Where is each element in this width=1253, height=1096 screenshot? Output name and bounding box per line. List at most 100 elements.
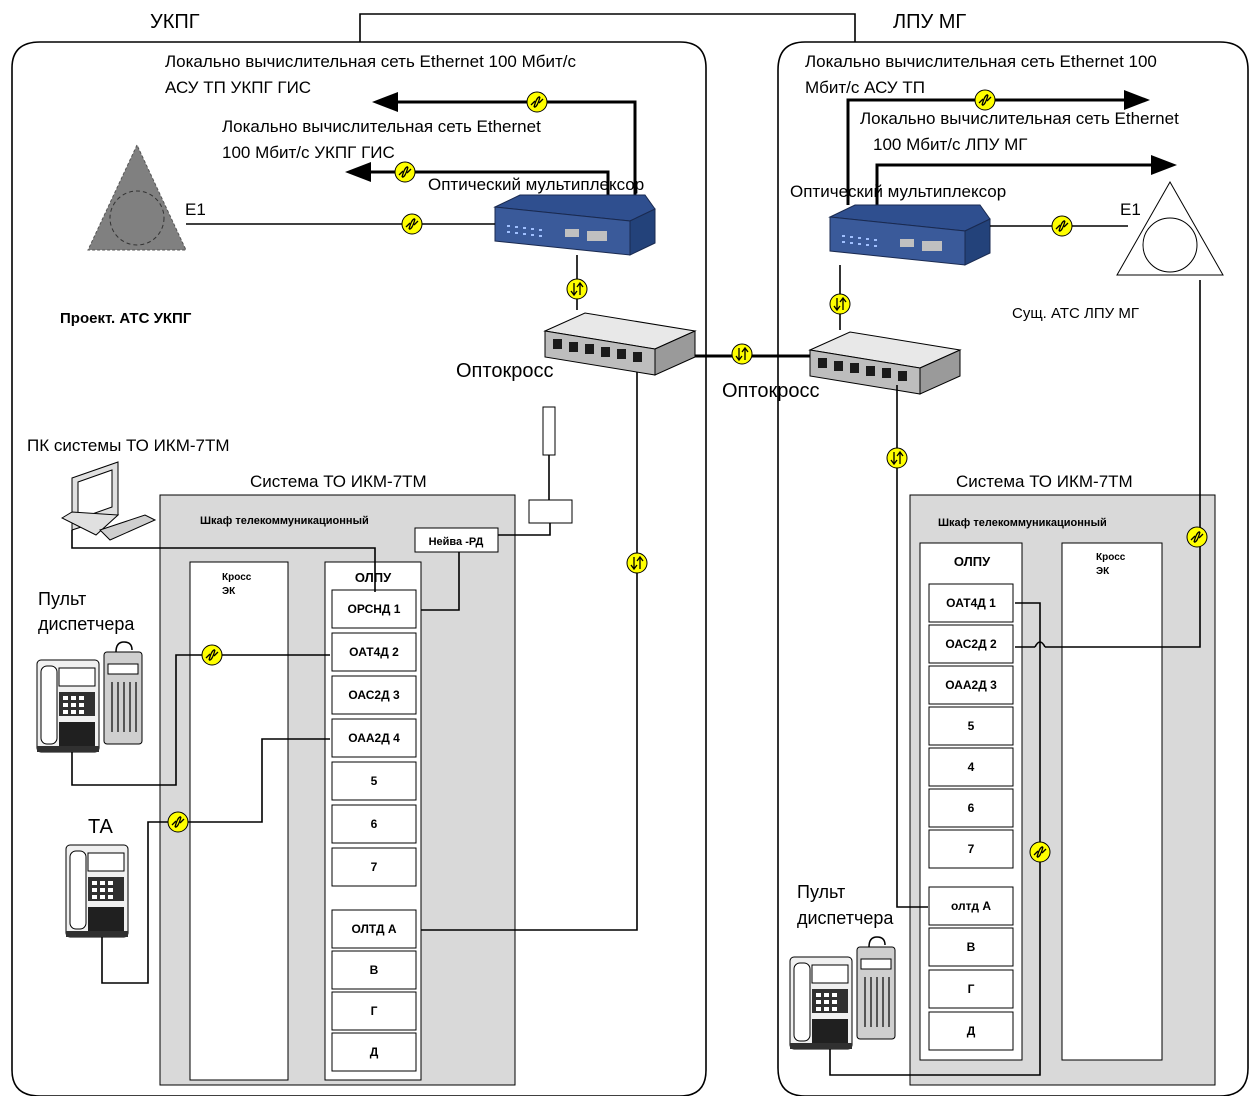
- console-link: [71, 654, 330, 786]
- olpu-slot: [928, 747, 1014, 787]
- left-lan2-arrow: [345, 162, 371, 182]
- fiber-connector-icon: [1186, 526, 1208, 548]
- left-ats-label: Проект. АТС УКПГ: [60, 310, 192, 327]
- telephone-icon: [789, 956, 853, 1050]
- optocross-icon: [809, 331, 961, 395]
- left-lan1-arrow: [372, 92, 398, 112]
- right-console-label-1: Пульт: [797, 882, 845, 902]
- fiber-connector-icon: [974, 89, 996, 111]
- inter-site-bracket: [359, 13, 856, 42]
- right-system-label: Система ТО ИКМ-7ТМ: [956, 472, 1133, 491]
- fiber-connector-icon: [886, 447, 908, 469]
- olpu-slot: [331, 950, 417, 990]
- right-ats-link: [1015, 280, 1201, 648]
- olpu-slot: [331, 675, 417, 715]
- right-lan2-link: [875, 163, 1152, 205]
- fiber-connector-icon: [626, 552, 648, 574]
- left-lan2-link: [368, 170, 610, 195]
- fiber-connector-icon: [829, 293, 851, 315]
- left-system-label: Система ТО ИКМ-7ТМ: [250, 472, 427, 491]
- olpu-slot-label: ОРСНД 1: [348, 602, 401, 616]
- right-console-label-2: диспетчера: [797, 908, 894, 928]
- fiber-connector-icon: [394, 161, 416, 183]
- olpu-slot: [928, 788, 1014, 828]
- left-console-label-1: Пульт: [38, 589, 86, 609]
- olpu-slot: [928, 829, 1014, 869]
- right-title: ЛПУ МГ: [893, 11, 966, 33]
- olpu-slot-label: 5: [968, 719, 975, 733]
- olpu-slot: [928, 706, 1014, 746]
- olpu-slot-label: олтд А: [951, 899, 991, 913]
- olpu-slot-label: ОАС2Д 2: [945, 637, 997, 651]
- fiber-connector-icon: [1029, 841, 1051, 863]
- right-oltd-link: [896, 385, 928, 908]
- fiber-connector-icon: [566, 278, 588, 300]
- olpu-slot: [928, 624, 1014, 664]
- fiber-connector-icon: [401, 213, 423, 235]
- right-lan1-line2: Мбит/с АСУ ТП: [805, 78, 925, 97]
- left-title: УКПГ: [150, 11, 200, 33]
- olpu-slot: [331, 718, 417, 758]
- olpu-slot-label: Д: [967, 1024, 976, 1038]
- left-cross-label-1: Кросс: [222, 572, 252, 583]
- optical-multiplexer-icon: [829, 204, 991, 266]
- left-lan2-line1: Локально вычислительная сеть Ethernet: [222, 117, 541, 136]
- olpu-slot: [928, 1011, 1014, 1051]
- telephone-icon: [65, 844, 129, 938]
- right-cross-label-2: ЭК: [1096, 566, 1110, 577]
- olpu-slot-label: Г: [371, 1004, 378, 1018]
- right-console-link: [829, 602, 1041, 1076]
- fiber-connector-icon: [201, 644, 223, 666]
- olpu-slot-label: ОАС2Д 3: [348, 688, 400, 702]
- ta-link: [101, 738, 330, 984]
- right-lan2-line2: 100 Мбит/с ЛПУ МГ: [873, 135, 1027, 154]
- left-lan1-link: [395, 100, 637, 195]
- fiber-connector-icon: [731, 343, 753, 365]
- right-e1-label: E1: [1120, 200, 1141, 219]
- olpu-slot: [331, 804, 417, 844]
- olpu-slot-label: 4: [968, 760, 975, 774]
- left-cross-box: [189, 561, 289, 1081]
- right-lan2-arrow: [1151, 155, 1177, 175]
- olpu-slot: [331, 589, 417, 629]
- right-optocross-label: Оптокросс: [722, 380, 819, 402]
- olpu-slot-label: ОАА2Д 3: [945, 678, 997, 692]
- left-lan1-line2: АСУ ТП УКПГ ГИС: [165, 78, 311, 97]
- right-lan1-arrow: [1124, 90, 1150, 110]
- olpu-slot: [928, 665, 1014, 705]
- olpu-slot-label: 6: [968, 801, 975, 815]
- right-cabinet-label: Шкаф телекоммуникационный: [938, 517, 1107, 529]
- olpu-slot-label: 7: [371, 860, 378, 874]
- left-lan2-line2: 100 Мбит/с УКПГ ГИС: [222, 143, 395, 162]
- olpu-slot: [928, 886, 1014, 926]
- fiber-connector-icon: [526, 91, 548, 113]
- right-lan2-line1: Локально вычислительная сеть Ethernet: [860, 109, 1179, 128]
- right-mux-label: Оптический мультиплексор: [790, 182, 1006, 201]
- left-mux-label: Оптический мультиплексор: [428, 175, 644, 194]
- olpu-slot-label: 7: [968, 842, 975, 856]
- right-cross-box: [1061, 542, 1163, 1061]
- olpu-slot-label: Д: [370, 1045, 379, 1059]
- left-frame: [11, 41, 707, 1096]
- olpu-slot: [331, 1032, 417, 1072]
- olpu-slot: [331, 991, 417, 1031]
- olpu-slot: [928, 927, 1014, 967]
- olpu-slot-label: Г: [968, 982, 975, 996]
- antenna-icon: [542, 406, 556, 456]
- left-cabinet-label: Шкаф телекоммуникационный: [200, 515, 369, 527]
- neiva-label: Нейва -РД: [429, 536, 484, 548]
- pc-label: ПК системы ТО ИКМ-7ТМ: [27, 436, 230, 455]
- right-ats-label: Сущ. АТС ЛПУ МГ: [1012, 305, 1139, 322]
- right-frame: [777, 41, 1249, 1096]
- olpu-slot: [331, 847, 417, 887]
- right-cross-label-1: Кросс: [1096, 552, 1126, 563]
- dispatcher-console-icon: [103, 641, 143, 745]
- olpu-slot: [928, 969, 1014, 1009]
- fiber-connector-icon: [1051, 215, 1073, 237]
- olpu-slot: [331, 761, 417, 801]
- right-lan1-link: [846, 98, 1125, 205]
- olpu-slot-label: 6: [371, 817, 378, 831]
